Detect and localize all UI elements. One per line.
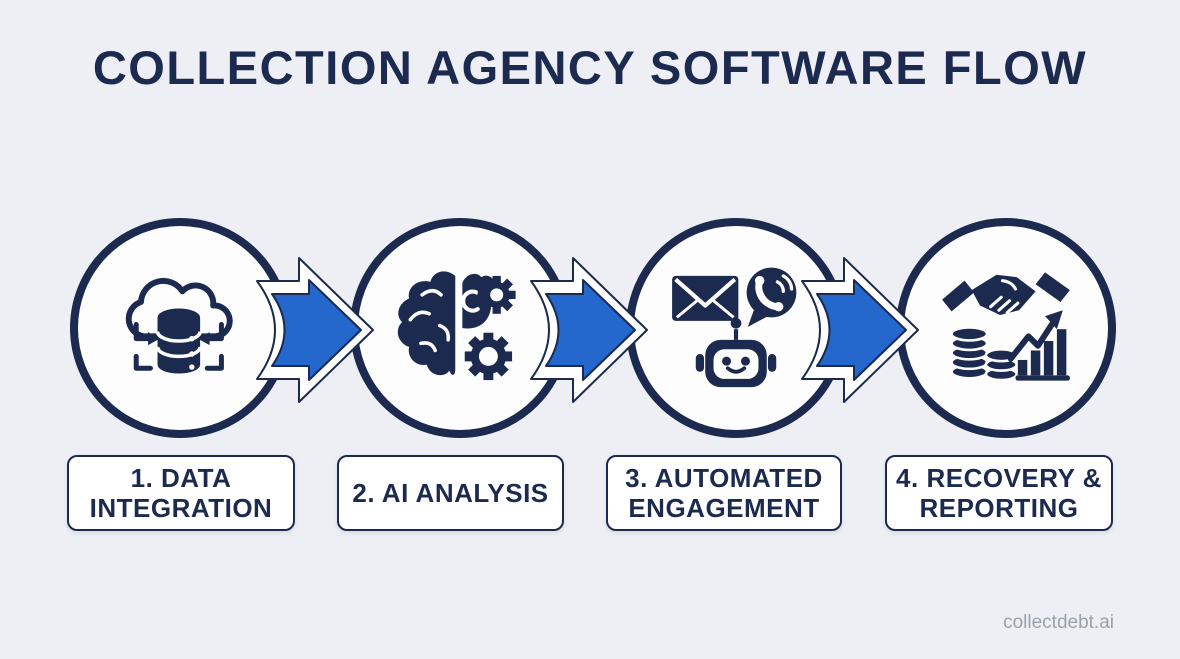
gear-small-icon <box>477 275 516 314</box>
step-1-circle <box>70 218 290 438</box>
brain-gears-icon <box>397 271 516 381</box>
page-title: COLLECTION AGENCY SOFTWARE FLOW <box>92 41 1088 94</box>
flow-arrow-1 <box>256 257 374 403</box>
step-3-label-line2: ENGAGEMENT <box>628 493 820 523</box>
watermark: collectdebt.ai <box>1003 612 1114 633</box>
sync-arrows-icon <box>133 321 224 371</box>
messaging-robot-icon <box>672 267 797 388</box>
flow-arrow-3 <box>801 257 919 403</box>
bar-chart-icon <box>1007 310 1070 381</box>
phone-bubble-icon <box>746 267 797 327</box>
step-2-label: 2. AI ANALYSIS <box>337 455 564 531</box>
step-1-label-line2: INTEGRATION <box>89 493 273 523</box>
step-1-label-line1: 1. DATA <box>130 463 232 493</box>
flow-arrow-2 <box>530 257 648 403</box>
handshake-growth-icon <box>942 272 1070 382</box>
robot-icon <box>695 317 777 388</box>
coins-icon <box>950 326 1018 382</box>
step-1-label: 1. DATA INTEGRATION <box>67 455 295 531</box>
step-3-label-line1: 3. AUTOMATED <box>625 463 823 493</box>
gear-large-icon <box>464 332 513 381</box>
step-2-circle <box>350 218 570 438</box>
envelope-icon <box>672 275 739 321</box>
step-4-circle <box>896 218 1116 438</box>
step-2-label-line1: 2. AI ANALYSIS <box>352 478 549 508</box>
step-3-label: 3. AUTOMATED ENGAGEMENT <box>606 455 842 531</box>
database-icon <box>155 308 202 374</box>
cloud-database-icon <box>125 277 233 374</box>
handshake-icon <box>942 272 1070 315</box>
step-4-label-line1: 4. RECOVERY & <box>896 463 1102 493</box>
step-4-label: 4. RECOVERY & REPORTING <box>885 455 1113 531</box>
step-4-label-line2: REPORTING <box>919 493 1079 523</box>
